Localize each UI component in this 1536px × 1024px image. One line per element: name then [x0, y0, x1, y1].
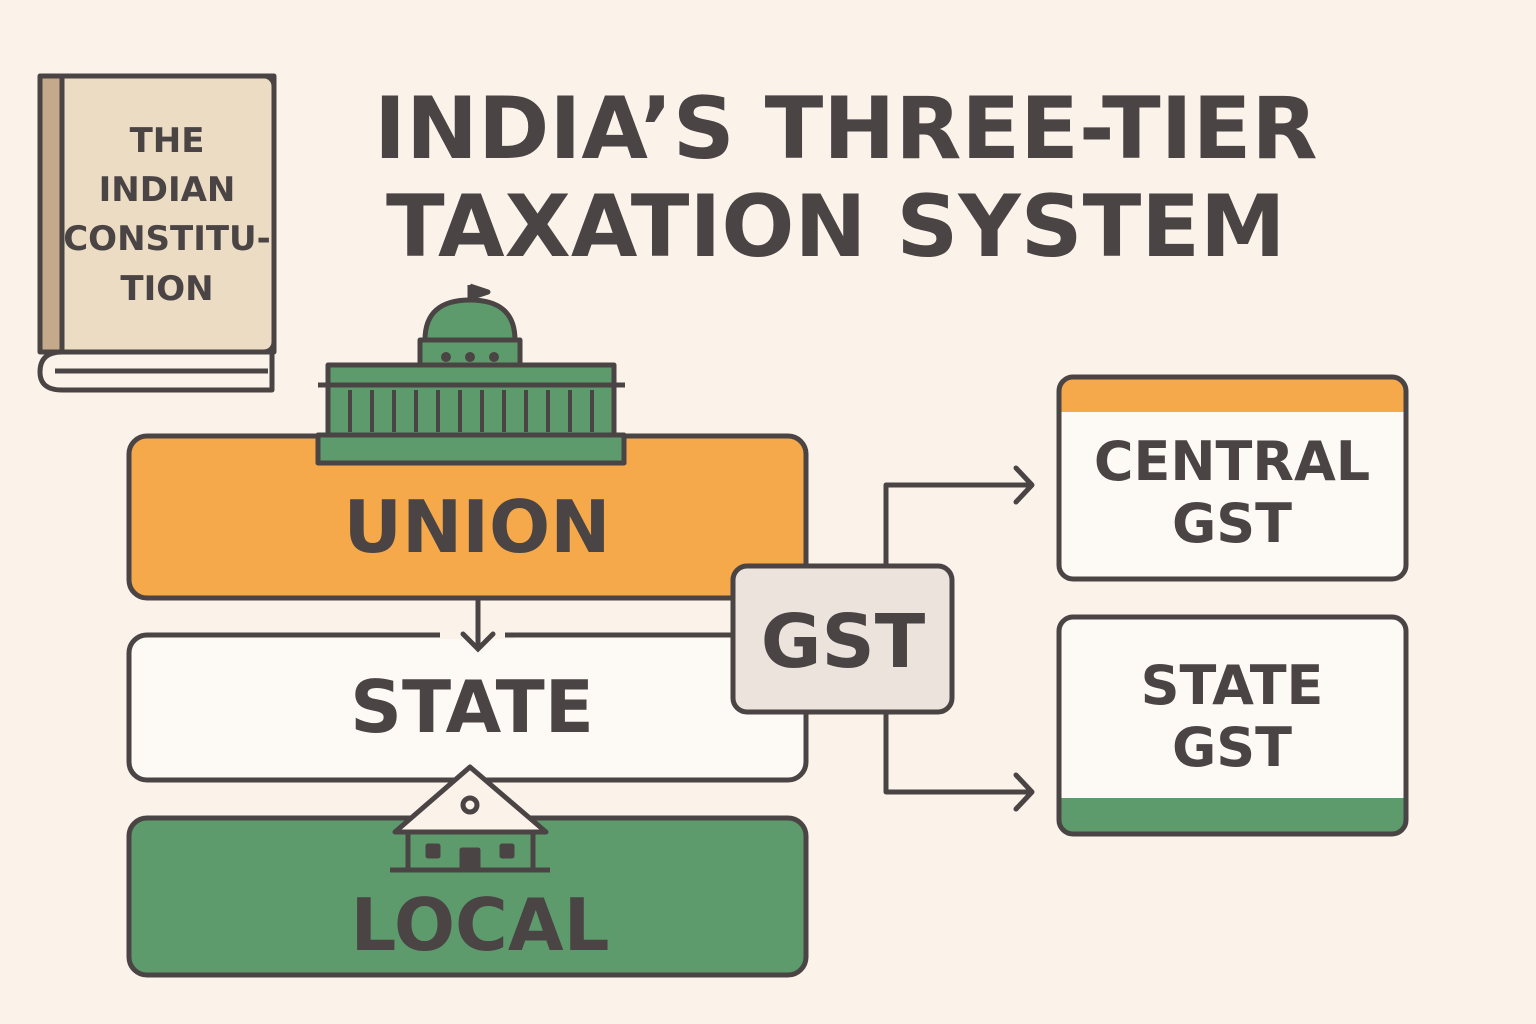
state-label: STATE	[350, 665, 594, 749]
central-gst-line1: CENTRAL	[1094, 430, 1370, 493]
state-gst-line2: GST	[1172, 716, 1292, 779]
book-title-line1: THE	[130, 121, 205, 161]
book-title-line3: CONSTITU-	[63, 219, 271, 259]
page-title-line2: TAXATION SYSTEM	[386, 177, 1286, 277]
central-gst-line2: GST	[1172, 492, 1292, 555]
parliament-building-icon	[315, 283, 627, 466]
house-icon	[390, 764, 550, 873]
gst-split-connectors	[883, 465, 1035, 812]
arrow-down-icon	[460, 597, 496, 653]
local-label: LOCAL	[351, 883, 610, 967]
gst-box	[730, 563, 955, 715]
state-gst-box: STATE GST	[1056, 614, 1409, 837]
gst-label: GST	[761, 599, 926, 685]
page-title-line1: INDIA’S THREE-TIER	[374, 79, 1318, 179]
union-label: UNION	[344, 485, 611, 569]
book-title-line2: INDIAN	[99, 170, 236, 210]
central-gst-box: CENTRAL GST	[1056, 374, 1409, 582]
book-title-line4: TION	[120, 269, 213, 309]
state-gst-line1: STATE	[1141, 654, 1324, 717]
constitution-book-icon: THE INDIAN CONSTITU- TION	[37, 73, 277, 393]
